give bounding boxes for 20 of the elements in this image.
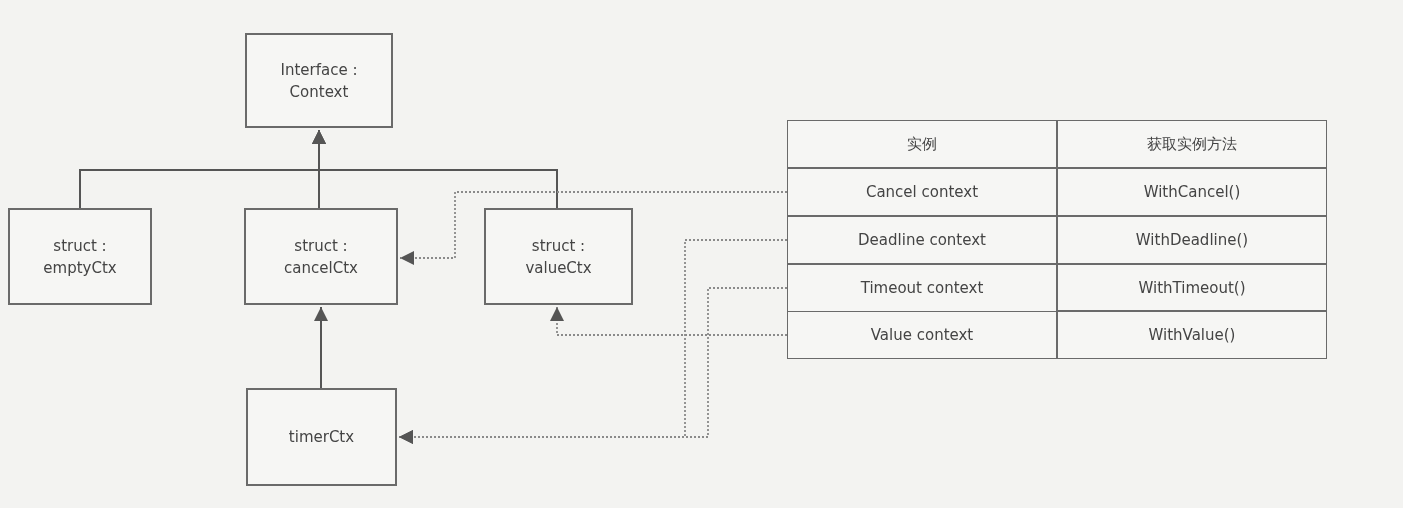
class-box: timerCtx [246,388,397,486]
table-cell: Timeout context [787,264,1057,312]
table-cell: WithCancel() [1057,168,1327,216]
table-cell: Deadline context [787,216,1057,264]
arrow [312,129,558,209]
header-cell: 实例 [787,120,1057,168]
dotted-arrow [398,287,788,444]
arrow [314,306,328,389]
class-box: Interface : Context [245,33,393,128]
dotted-arrow [399,191,788,265]
table-cell: WithDeadline() [1057,216,1327,264]
class-box: struct : valueCtx [484,208,633,305]
table-cell: Value context [787,311,1057,359]
class-box: struct : cancelCtx [244,208,398,305]
class-box: struct : emptyCtx [8,208,152,305]
table-cell: WithTimeout() [1057,264,1327,311]
table-cell: Cancel context [787,168,1057,216]
table-cell: WithValue() [1057,311,1327,359]
header-cell: 获取实例方法 [1057,120,1327,168]
dotted-arrow [550,306,788,336]
